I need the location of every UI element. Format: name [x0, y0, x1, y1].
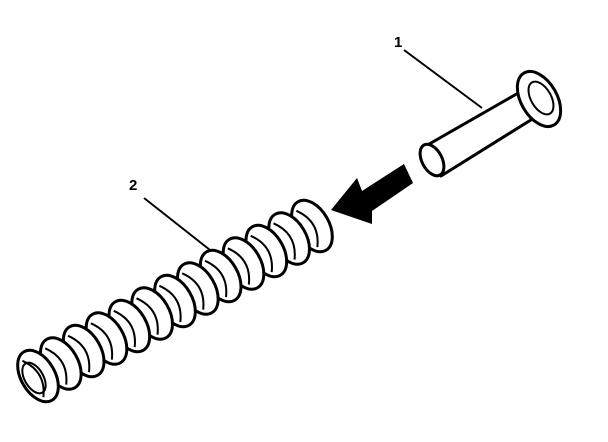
callout-1: 1: [394, 34, 483, 109]
callout-2-leader-line: [143, 197, 211, 251]
coil-spring-icon: [16, 198, 334, 404]
install-direction-arrow-icon: [331, 164, 413, 224]
callout-2: 2: [129, 177, 211, 251]
callout-2-label: 2: [129, 177, 137, 194]
spring-end-opening: [21, 361, 47, 395]
pin-head-inner: [527, 80, 555, 116]
callout-1-leader-line: [403, 49, 483, 109]
direction-arrow: [331, 164, 413, 224]
callout-1-label: 1: [394, 34, 402, 51]
pin-icon: [418, 70, 563, 178]
pin-tip: [418, 142, 446, 178]
